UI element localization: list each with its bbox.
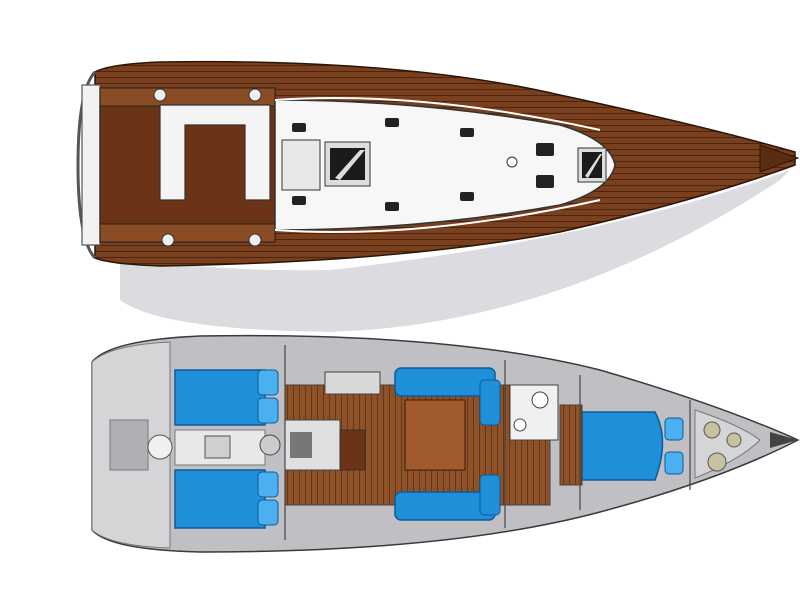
sink-icon	[259, 434, 281, 456]
deck-plan	[76, 60, 800, 332]
deck-hatch	[385, 202, 399, 211]
companionway	[281, 139, 321, 191]
galley-counter	[324, 371, 381, 395]
hull-shadow	[120, 170, 790, 332]
mast-step-icon	[506, 156, 518, 168]
basin-icon	[513, 418, 527, 432]
deck-hatch	[460, 192, 474, 201]
aft-cabin-port-berth	[174, 369, 266, 426]
toerail	[274, 97, 601, 131]
deck-hatch	[536, 143, 554, 156]
deck-hatch	[292, 196, 306, 205]
toerail	[274, 199, 601, 233]
deck-hatch	[460, 128, 474, 137]
pillow	[664, 451, 684, 475]
pillow	[257, 369, 279, 396]
aft-cabin-starboard-berth	[174, 469, 266, 529]
winch-icon	[161, 233, 175, 247]
settee-end	[479, 474, 501, 516]
pillow	[664, 417, 684, 441]
bow-tip	[770, 432, 798, 448]
chart-table	[204, 435, 231, 459]
deck-hatch	[536, 175, 554, 188]
winch-icon	[248, 88, 262, 102]
fender-icon	[726, 432, 742, 448]
deck-hatch	[292, 123, 306, 132]
fender-icon	[703, 421, 721, 439]
forehatch-reflection	[585, 154, 602, 178]
companion-steps	[339, 429, 366, 471]
cockpit-table	[159, 104, 271, 201]
forward-cabin-floor	[559, 404, 583, 486]
settee-end	[479, 379, 501, 426]
bow-fitting	[759, 144, 800, 173]
stove-burner	[290, 432, 312, 458]
winch-icon	[248, 233, 262, 247]
winch-icon	[153, 88, 167, 102]
pillow	[257, 397, 279, 424]
fender-icon	[707, 452, 727, 472]
coachroof	[274, 99, 616, 231]
toilet-icon	[531, 391, 549, 409]
hatch-reflection	[335, 150, 365, 180]
pillow	[257, 471, 279, 498]
interior-layout	[91, 334, 800, 553]
steering-wheel-icon	[147, 434, 173, 460]
steering-locker	[109, 419, 149, 471]
cockpit-seat-top	[99, 87, 276, 107]
pillow	[257, 499, 279, 526]
transom	[81, 84, 101, 246]
cockpit-seat-bottom	[99, 223, 276, 243]
deck-hatch	[385, 118, 399, 127]
saloon-table	[404, 399, 466, 471]
heads-compartment	[509, 384, 559, 441]
forward-cabin-berth	[581, 411, 664, 481]
